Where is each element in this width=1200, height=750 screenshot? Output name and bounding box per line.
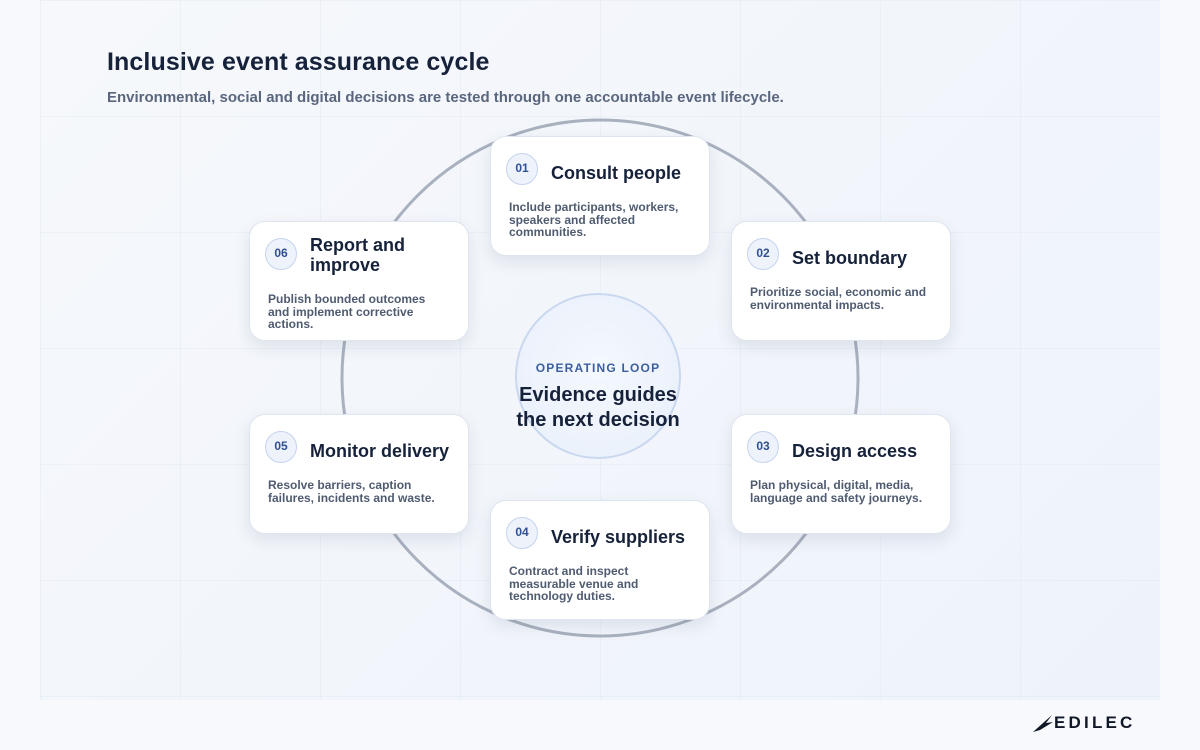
- step-title: Consult people: [551, 163, 681, 183]
- step-title: Verify suppliers: [551, 527, 686, 547]
- step-number-badge: 02: [747, 238, 779, 270]
- page-title: Inclusive event assurance cycle: [107, 48, 490, 76]
- edilec-logo: EDILEC: [1032, 712, 1154, 734]
- step-description: Resolve barriers, caption failures, inci…: [268, 478, 435, 505]
- step-description: Contract and inspect measurable venue an…: [509, 564, 639, 603]
- step-number-badge: 06: [265, 238, 297, 270]
- step-description: Plan physical, digital, media, language …: [750, 478, 923, 505]
- cycle-ring-path: [340, 118, 860, 638]
- step-title: Design access: [792, 441, 918, 461]
- step-card-verify-suppliers: 04 Verify suppliers Contract and inspect…: [490, 500, 710, 620]
- step-title: Set boundary: [792, 248, 908, 268]
- step-title: Report and improve: [310, 235, 406, 275]
- step-description: Include participants, workers, speakers …: [509, 200, 679, 239]
- step-card-monitor-delivery: 05 Monitor delivery Resolve barriers, ca…: [249, 414, 469, 534]
- step-description: Prioritize social, economic and environm…: [750, 285, 927, 312]
- step-card-consult-people: 01 Consult people Include participants, …: [490, 136, 710, 256]
- center-hub: OPERATING LOOP Evidence guides the next …: [515, 293, 681, 459]
- step-card-set-boundary: 02 Set boundary Prioritize social, econo…: [731, 221, 951, 341]
- step-number-badge: 04: [506, 517, 538, 549]
- step-title: Monitor delivery: [310, 441, 450, 461]
- step-description: Publish bounded outcomes and implement c…: [268, 292, 426, 331]
- step-number-badge: 05: [265, 431, 297, 463]
- step-card-design-access: 03 Design access Plan physical, digital,…: [731, 414, 951, 534]
- logo-wordmark: EDILEC: [1054, 713, 1136, 732]
- step-number-badge: 03: [747, 431, 779, 463]
- step-number-badge: 01: [506, 153, 538, 185]
- step-card-report-and-improve: 06 Report and improve Publish bounded ou…: [249, 221, 469, 341]
- center-headline: Evidence guides the next decision: [497, 383, 699, 433]
- center-headline-line-2: the next decision: [516, 409, 680, 431]
- center-eyebrow: OPERATING LOOP: [535, 361, 661, 375]
- logo-wing-icon: [1033, 715, 1053, 732]
- center-headline-line-1: Evidence guides: [519, 384, 677, 406]
- page-subtitle: Environmental, social and digital decisi…: [107, 89, 784, 106]
